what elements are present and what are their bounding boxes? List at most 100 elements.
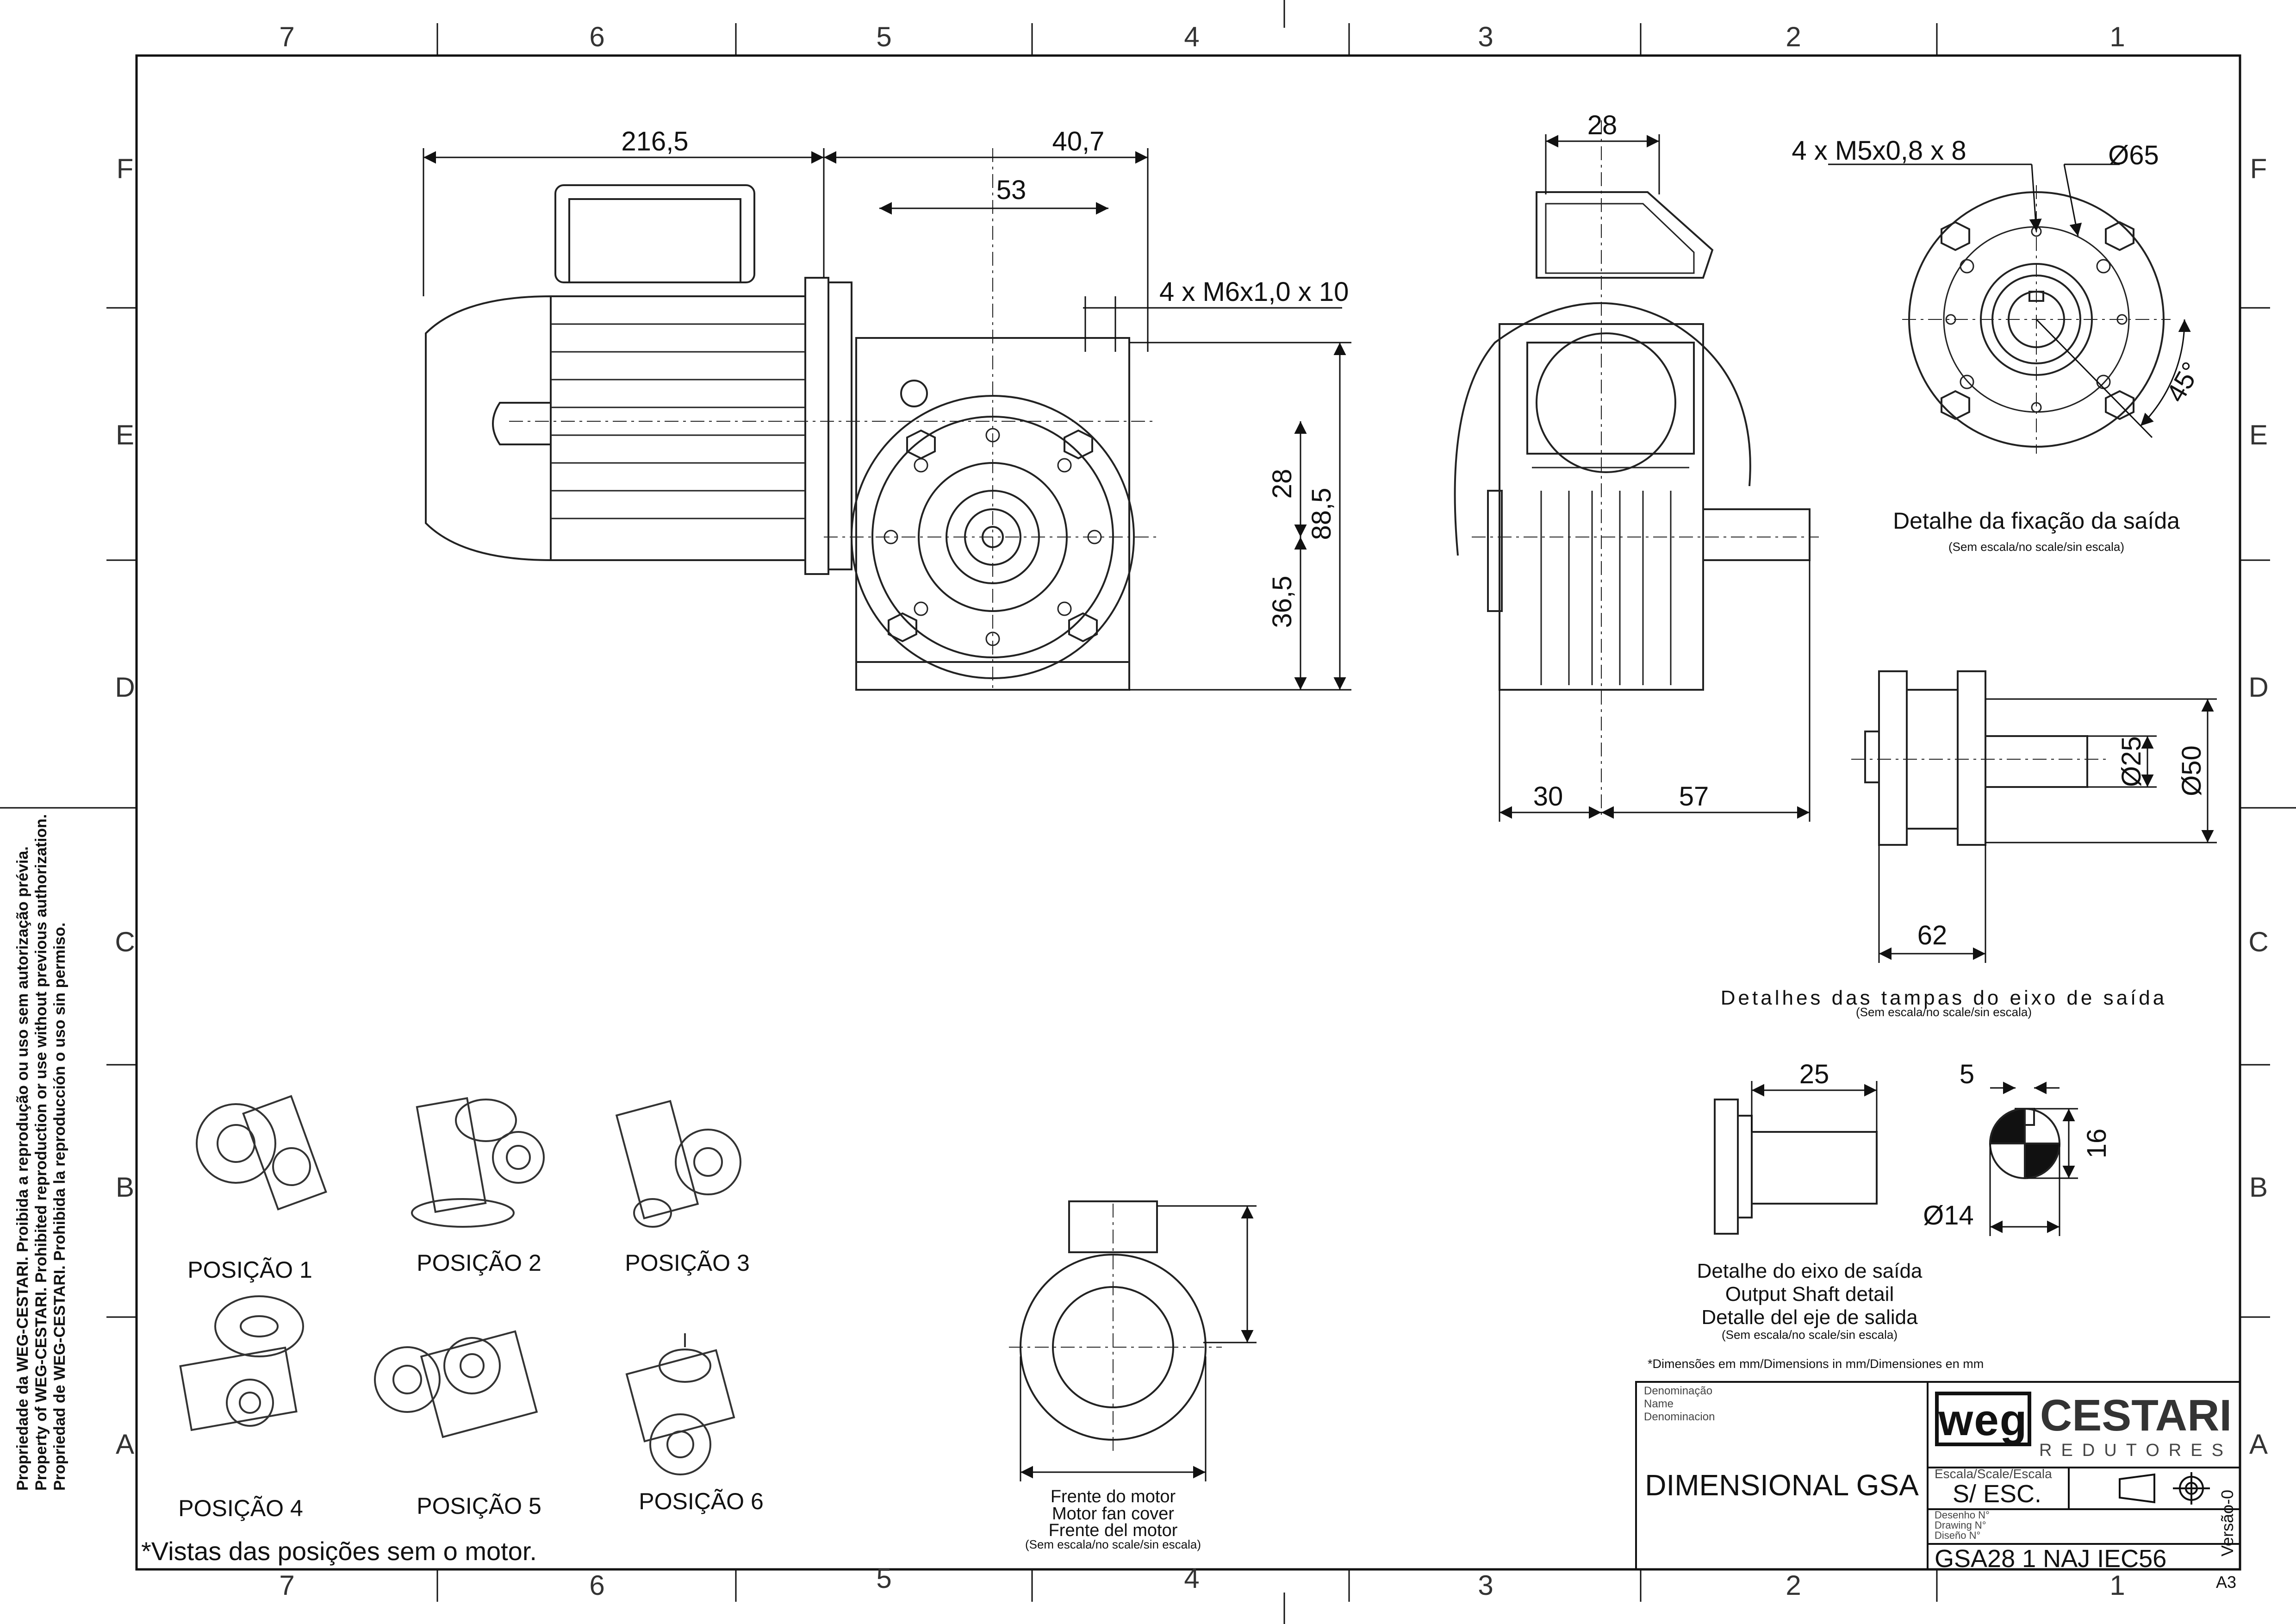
fan-label-pt: Frente do motor [1051,1487,1176,1506]
drawing-name: DIMENSIONAL GSA [1645,1468,1919,1502]
zone-bottom-5: 5 [876,1563,891,1594]
cestari-logo: CESTARI [2040,1391,2232,1440]
dim-dia-50: Ø50 [2177,745,2207,796]
dim-dia-65: Ø65 [2108,140,2159,170]
covers-title: Detalhes das tampas do eixo de saída [1721,987,2167,1009]
position-6-view [625,1333,735,1475]
position-2-view [411,1097,545,1228]
fan-label-en: Motor fan cover [1052,1504,1174,1524]
zone-left-C: C [115,926,135,957]
position-3-view [615,1099,741,1228]
title-block [1635,1381,2241,1570]
version-label: Versão-0 [2218,1490,2237,1556]
output-shaft-dimensions [1751,1081,2078,1236]
front-view-dimensions [1499,134,1811,822]
position-4-label: POSIÇÃO 4 [178,1495,303,1521]
output-fixing-title: Detalhe da fixação da saída [1893,508,2180,534]
position-3-label: POSIÇÃO 3 [625,1250,750,1276]
zone-right-E: E [2249,419,2268,450]
output-fixing-subtitle: (Sem escala/no scale/sin escala) [1948,540,2124,554]
weg-logo: weg [1935,1392,2031,1446]
zone-labels: 7 6 5 4 3 2 1 7 6 5 4 3 2 1 F E D C B A … [115,21,2268,1601]
side-view-dimensions [423,148,1351,691]
dim-53: 53 [996,175,1027,205]
dim-16: 16 [2082,1129,2112,1159]
name-label-es: Denominacion [1644,1411,1715,1423]
drawing-label-es: Diseño N° [1935,1530,1980,1541]
dim-thread-m6: 4 x M6x1,0 x 10 [1159,277,1349,307]
drawing-label-en: Drawing N° [1935,1519,1986,1531]
motor-side-view [425,148,1157,691]
zone-top-1: 1 [2109,21,2125,52]
dim-62: 62 [1917,920,1948,950]
name-label-pt: Denominação [1644,1385,1712,1397]
cestari-subtitle: REDUTORES [2039,1441,2233,1460]
motor-fan-cover-view [1009,1200,1222,1454]
zone-left-B: B [116,1172,134,1203]
fan-label-es: Frente del motor [1049,1521,1178,1540]
dim-dia-14: Ø14 [1923,1200,1974,1230]
zone-top-5: 5 [876,21,891,52]
output-shaft-detail [1714,1099,2061,1235]
position-5-label: POSIÇÃO 5 [417,1493,541,1519]
shaft-title-en: Output Shaft detail [1725,1283,1894,1305]
shaft-cover-dimensions [1878,698,2217,963]
dim-30: 30 [1533,781,1563,812]
fan-subtitle: (Sem escala/no scale/sin escala) [1025,1537,1201,1551]
covers-subtitle: (Sem escala/no scale/sin escala) [1856,1005,2032,1019]
mounting-position-views [179,1095,741,1475]
fan-cover-dimensions [1020,1205,1257,1481]
zone-right-D: D [2248,672,2268,703]
zone-top-6: 6 [589,21,604,52]
drawing-number: GSA28 1 NAJ IEC56 [1935,1545,2166,1573]
dim-angle-45: 45° [2160,357,2207,407]
zone-bottom-4: 4 [1184,1563,1199,1594]
units-note: *Dimensões em mm/Dimensions in mm/Dimens… [1648,1357,1984,1371]
zone-top-7: 7 [279,21,294,52]
dim-25: 25 [1799,1059,1829,1089]
dim-216-5: 216,5 [621,126,688,156]
positions-note: *Vistas das posições sem o motor. [141,1537,537,1566]
shaft-title-es: Detalle del eje de salida [1701,1306,1918,1329]
zone-right-A: A [2249,1429,2268,1460]
zone-bottom-6: 6 [589,1570,604,1601]
dim-5: 5 [1960,1059,1974,1089]
zone-top-3: 3 [1478,21,1493,52]
position-1-label: POSIÇÃO 1 [187,1257,312,1283]
copyright-notice: Propriedade da WEG-CESTARI. Proibida a r… [14,814,68,1491]
dim-dia-25: Ø25 [2116,736,2147,787]
zone-right-B: B [2249,1172,2268,1203]
zone-top-4: 4 [1184,21,1199,52]
dim-28-vertical: 28 [1267,469,1297,499]
dim-40-7: 40,7 [1052,126,1105,156]
zone-bottom-2: 2 [1786,1570,1801,1601]
sheet-size: A3 [2216,1573,2236,1592]
dim-88-5: 88,5 [1307,488,1337,540]
zone-bottom-1: 1 [2109,1570,2125,1601]
weg-logo-text: weg [1938,1395,2028,1445]
zone-left-F: F [117,153,134,184]
output-fixing-dimensions [1828,163,2191,438]
zone-left-D: D [115,672,135,703]
shaft-cover-detail [1851,670,2110,846]
zone-bottom-7: 7 [279,1570,294,1601]
position-5-view [374,1330,538,1438]
name-label-en: Name [1644,1398,1674,1410]
dim-57: 57 [1679,781,1709,812]
shaft-title-pt: Detalhe do eixo de saída [1697,1260,1923,1282]
zone-left-E: E [116,419,134,450]
position-4-view [179,1295,304,1431]
zone-left-A: A [116,1429,134,1460]
dim-28-top: 28 [1587,110,1618,140]
notice-pt: Propriedade da WEG-CESTARI. Proibida a r… [14,846,31,1491]
dim-36-5: 36,5 [1267,576,1297,628]
zone-bottom-3: 3 [1478,1570,1493,1601]
projection-symbol-icon [2119,1472,2210,1505]
position-2-label: POSIÇÃO 2 [417,1250,541,1276]
position-1-view [196,1095,327,1211]
position-6-label: POSIÇÃO 6 [639,1488,764,1514]
scale-value: S/ ESC. [1953,1480,2041,1508]
zone-right-C: C [2248,926,2268,957]
